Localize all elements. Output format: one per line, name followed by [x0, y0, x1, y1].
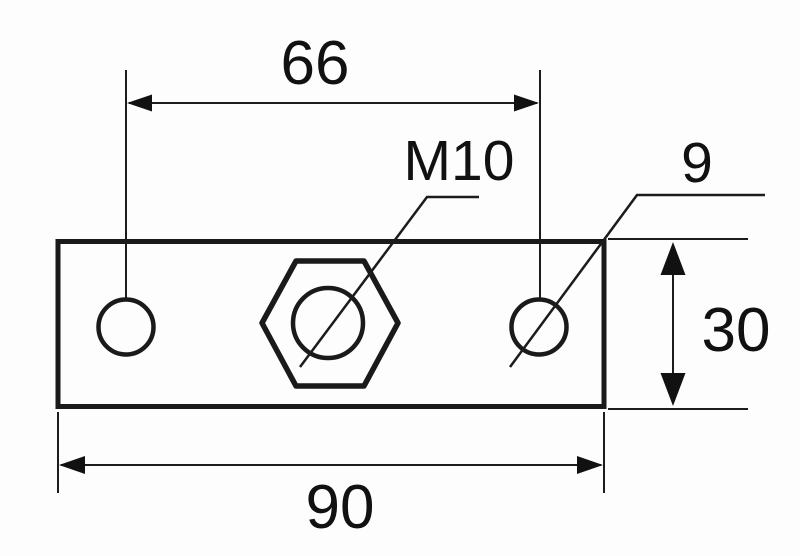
hex-nut-outline [259, 258, 401, 389]
dimension-text-90: 90 [306, 473, 375, 542]
arrowhead-66-left [127, 94, 152, 112]
arrowhead-30-top [660, 242, 686, 275]
dimension-text-30: 30 [702, 296, 771, 365]
arrowhead-90-left [59, 456, 85, 474]
plate-outline [55, 239, 607, 409]
dimension-text-66: 66 [281, 29, 350, 98]
label-text-m10: M10 [404, 129, 515, 193]
arrowhead-66-right [514, 94, 539, 112]
label-text-9: 9 [681, 131, 713, 195]
dimension-hole-spacing: 66 [125, 29, 541, 300]
center-threaded-hole [290, 285, 366, 361]
dimension-plate-width: 90 [57, 412, 605, 542]
dimension-plate-height: 30 [608, 238, 771, 410]
arrowhead-90-right [577, 456, 603, 474]
leader-line-9 [508, 193, 765, 368]
left-hole [96, 297, 156, 357]
label-hole-diameter: 9 [508, 131, 765, 368]
label-thread-size: M10 [298, 129, 515, 368]
arrowhead-30-bottom [660, 373, 686, 406]
right-hole [509, 297, 569, 357]
leader-line-m10 [298, 195, 479, 368]
